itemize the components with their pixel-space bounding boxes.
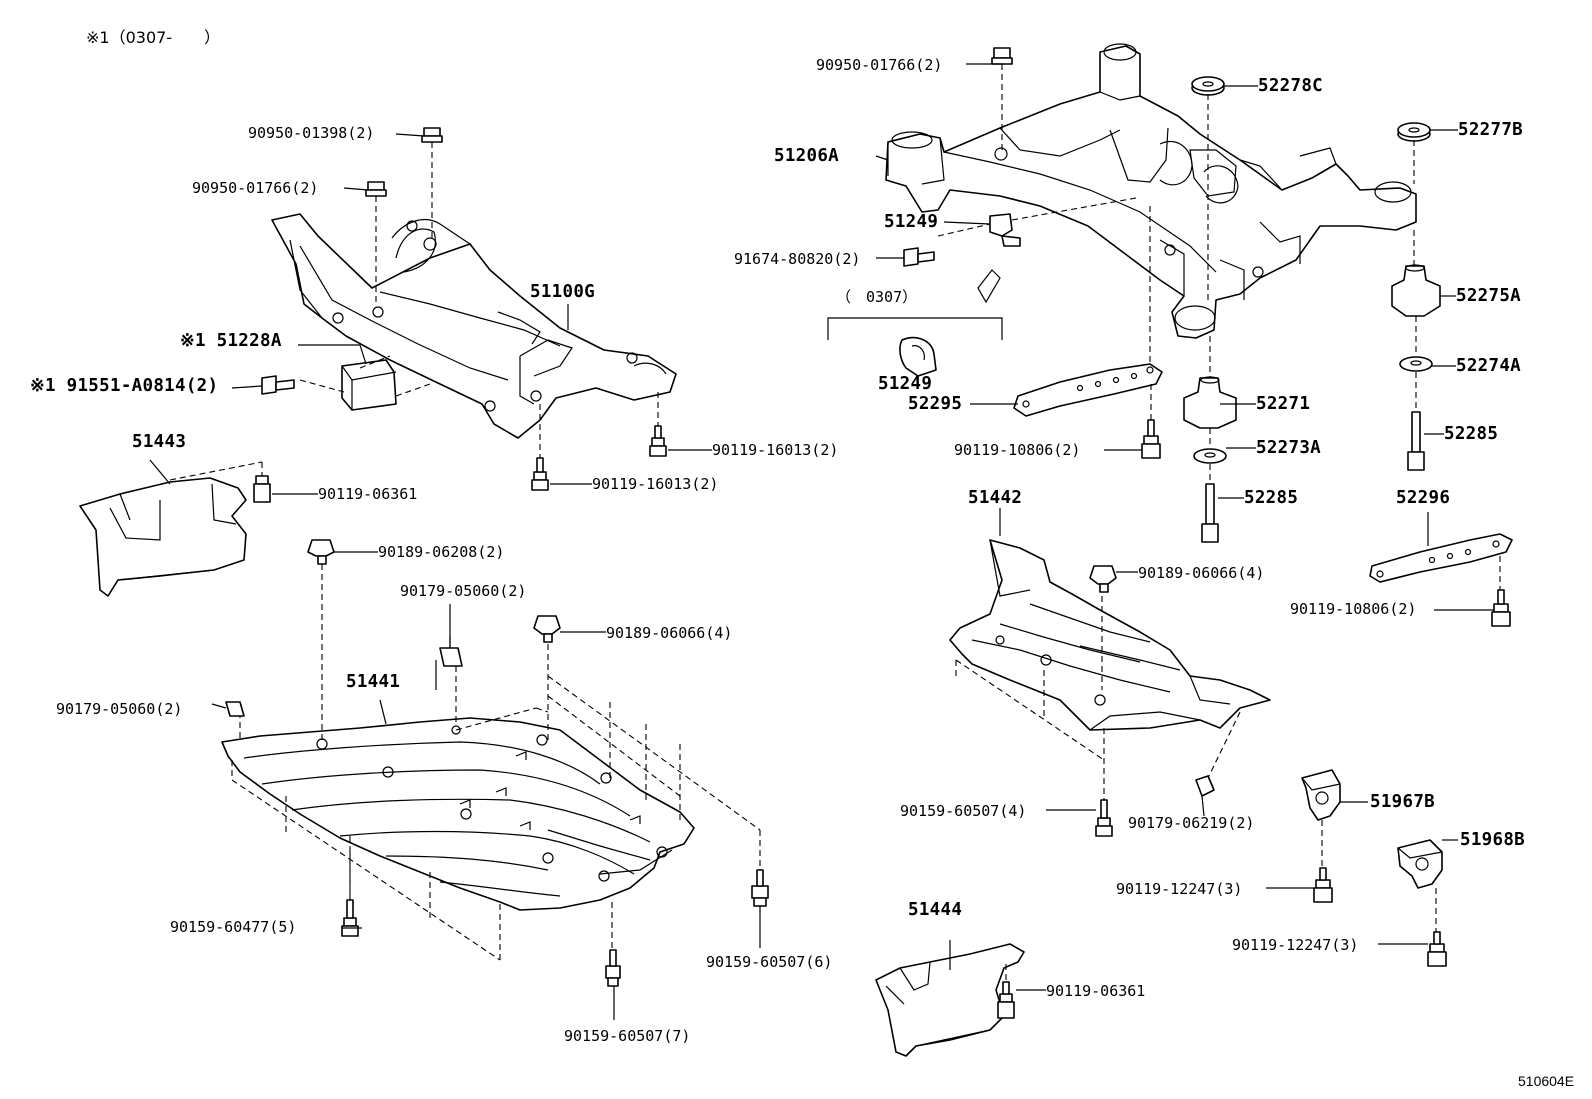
part-label-90950-01766-front: 90950-01766(2) <box>192 179 319 197</box>
part-label-90159-60507-4: 90159-60507(4) <box>900 802 1027 820</box>
part-label-90179-06219: 90179-06219(2) <box>1128 814 1255 832</box>
part-label-51442: 51442 <box>968 488 1023 508</box>
part-label-52285-right: 52285 <box>1444 424 1499 444</box>
part-label-90189-06066-front: 90189-06066(4) <box>606 624 733 642</box>
mounting-guide-lines <box>231 564 761 961</box>
part-label-52275a: 52275A <box>1456 286 1522 306</box>
bracket-51967b <box>1301 769 1341 821</box>
part-label-52296: 52296 <box>1396 488 1451 508</box>
part-label-90159-60507-7: 90159-60507(7) <box>564 1027 691 1045</box>
bolt-90119-12247-b <box>1427 931 1447 967</box>
part-label-51968b: 51968B <box>1460 830 1526 850</box>
part-label-51967b: 51967B <box>1370 792 1436 812</box>
bolt-91551-a0814 <box>261 375 295 395</box>
bolt-90119-06361-left <box>253 475 271 503</box>
bolt-90119-16013-bottom <box>531 457 549 491</box>
bolt-91674-80820 <box>903 247 935 267</box>
washer-52273a <box>1193 448 1227 464</box>
part-label-90119-06361-left: 90119-06361 <box>318 485 418 503</box>
part-label-52271: 52271 <box>1256 394 1311 414</box>
part-label-90179-05060-center: 90179-05060(2) <box>400 582 527 600</box>
bolt-90119-10806-left <box>1141 419 1161 459</box>
bracket-51249-alternative <box>827 317 1003 377</box>
part-label-52277b: 52277B <box>1458 120 1524 140</box>
part-label-51206a: 51206A <box>774 146 840 166</box>
nut-90179-06219 <box>1195 775 1215 817</box>
part-label-51441: 51441 <box>346 672 401 692</box>
diagram-code: 510604E <box>1518 1073 1575 1089</box>
part-label-90119-16013-bottom: 90119-16013(2) <box>592 475 719 493</box>
engine-under-cover-51441 <box>221 717 695 911</box>
leader-lines <box>149 63 1494 991</box>
screw-90159-60477 <box>341 899 359 937</box>
part-label-52273a: 52273A <box>1256 438 1322 458</box>
screw-90159-60507-6 <box>751 869 769 907</box>
part-label-90950-01766-rear: 90950-01766(2) <box>816 56 943 74</box>
part-label-90159-60507-6: 90159-60507(6) <box>706 953 833 971</box>
part-label-52295: 52295 <box>908 394 963 414</box>
nut-90179-05060-left <box>211 701 245 717</box>
part-label-91674-80820: 91674-80820(2) <box>734 250 861 268</box>
part-label-90119-12247-b: 90119-12247(3) <box>1232 936 1359 954</box>
part-label-90189-06208: 90189-06208(2) <box>378 543 505 561</box>
clip-90189-06066-rear <box>1089 565 1117 593</box>
bracket-51228a <box>341 359 397 411</box>
part-label-90119-10806-right: 90119-10806(2) <box>1290 600 1417 618</box>
part-label-52278c: 52278C <box>1258 76 1324 96</box>
cap-90950-01766-front <box>365 181 387 197</box>
bolt-90119-06361-right <box>997 981 1015 1019</box>
left-side-cover-51443 <box>79 477 247 597</box>
bolt-52285-right <box>1407 411 1425 471</box>
part-label-51443: 51443 <box>132 432 187 452</box>
cushion-52278c <box>1191 76 1225 96</box>
part-label-51249-alternative: 51249 <box>878 374 933 394</box>
right-side-cover-51444 <box>875 943 1025 1057</box>
applicability-note: ※1（0307- ） <box>86 28 221 47</box>
bolt-90119-12247-a <box>1313 867 1333 903</box>
part-label-90179-05060-left: 90179-05060(2) <box>56 700 183 718</box>
clip-90189-06208 <box>307 539 335 565</box>
bracket-51968b <box>1397 839 1443 889</box>
part-label-51444: 51444 <box>908 900 963 920</box>
cap-90950-01766-rear <box>991 47 1013 65</box>
rear-subframe <box>885 43 1417 339</box>
part-label-91551-a0814: ※1 91551-A0814(2) <box>30 376 219 396</box>
cushion-52271 <box>1183 376 1237 429</box>
screw-90159-60507-4 <box>1095 799 1113 837</box>
cap-90950-01398 <box>421 127 443 143</box>
washer-52274a <box>1399 356 1433 372</box>
bracket-51249-upper <box>989 213 1021 247</box>
part-label-90119-06361-right: 90119-06361 <box>1046 982 1146 1000</box>
part-label-52285-left: 52285 <box>1244 488 1299 508</box>
part-label-90119-10806-left: 90119-10806(2) <box>954 441 1081 459</box>
part-label-90189-06066-rear: 90189-06066(4) <box>1138 564 1265 582</box>
cushion-52277b <box>1397 122 1431 142</box>
bracket-applicability-note: （ 0307） <box>836 288 918 306</box>
part-label-90119-16013-right: 90119-16013(2) <box>712 441 839 459</box>
part-label-52274a: 52274A <box>1456 356 1522 376</box>
lower-arm-52295 <box>1013 363 1163 417</box>
clip-90189-06066-front <box>533 615 561 643</box>
nut-90179-05060-center <box>439 636 463 667</box>
cushion-52275a <box>1391 264 1441 317</box>
bolt-90119-10806-right <box>1491 589 1511 627</box>
part-label-51100g: 51100G <box>530 282 596 302</box>
bolt-52285-left <box>1201 483 1219 543</box>
part-label-90950-01398: 90950-01398(2) <box>248 124 375 142</box>
part-label-90159-60477: 90159-60477(5) <box>170 918 297 936</box>
front-subframe <box>271 213 677 439</box>
bolt-90119-16013-right <box>649 425 667 457</box>
part-label-51228a: ※1 51228A <box>180 331 282 351</box>
part-label-51249-upper: 51249 <box>884 212 939 232</box>
part-label-90119-12247-a: 90119-12247(3) <box>1116 880 1243 898</box>
screw-90159-60507-7 <box>605 949 621 987</box>
rear-under-cover-51442 <box>949 539 1271 731</box>
lower-arm-52296 <box>1369 533 1513 583</box>
